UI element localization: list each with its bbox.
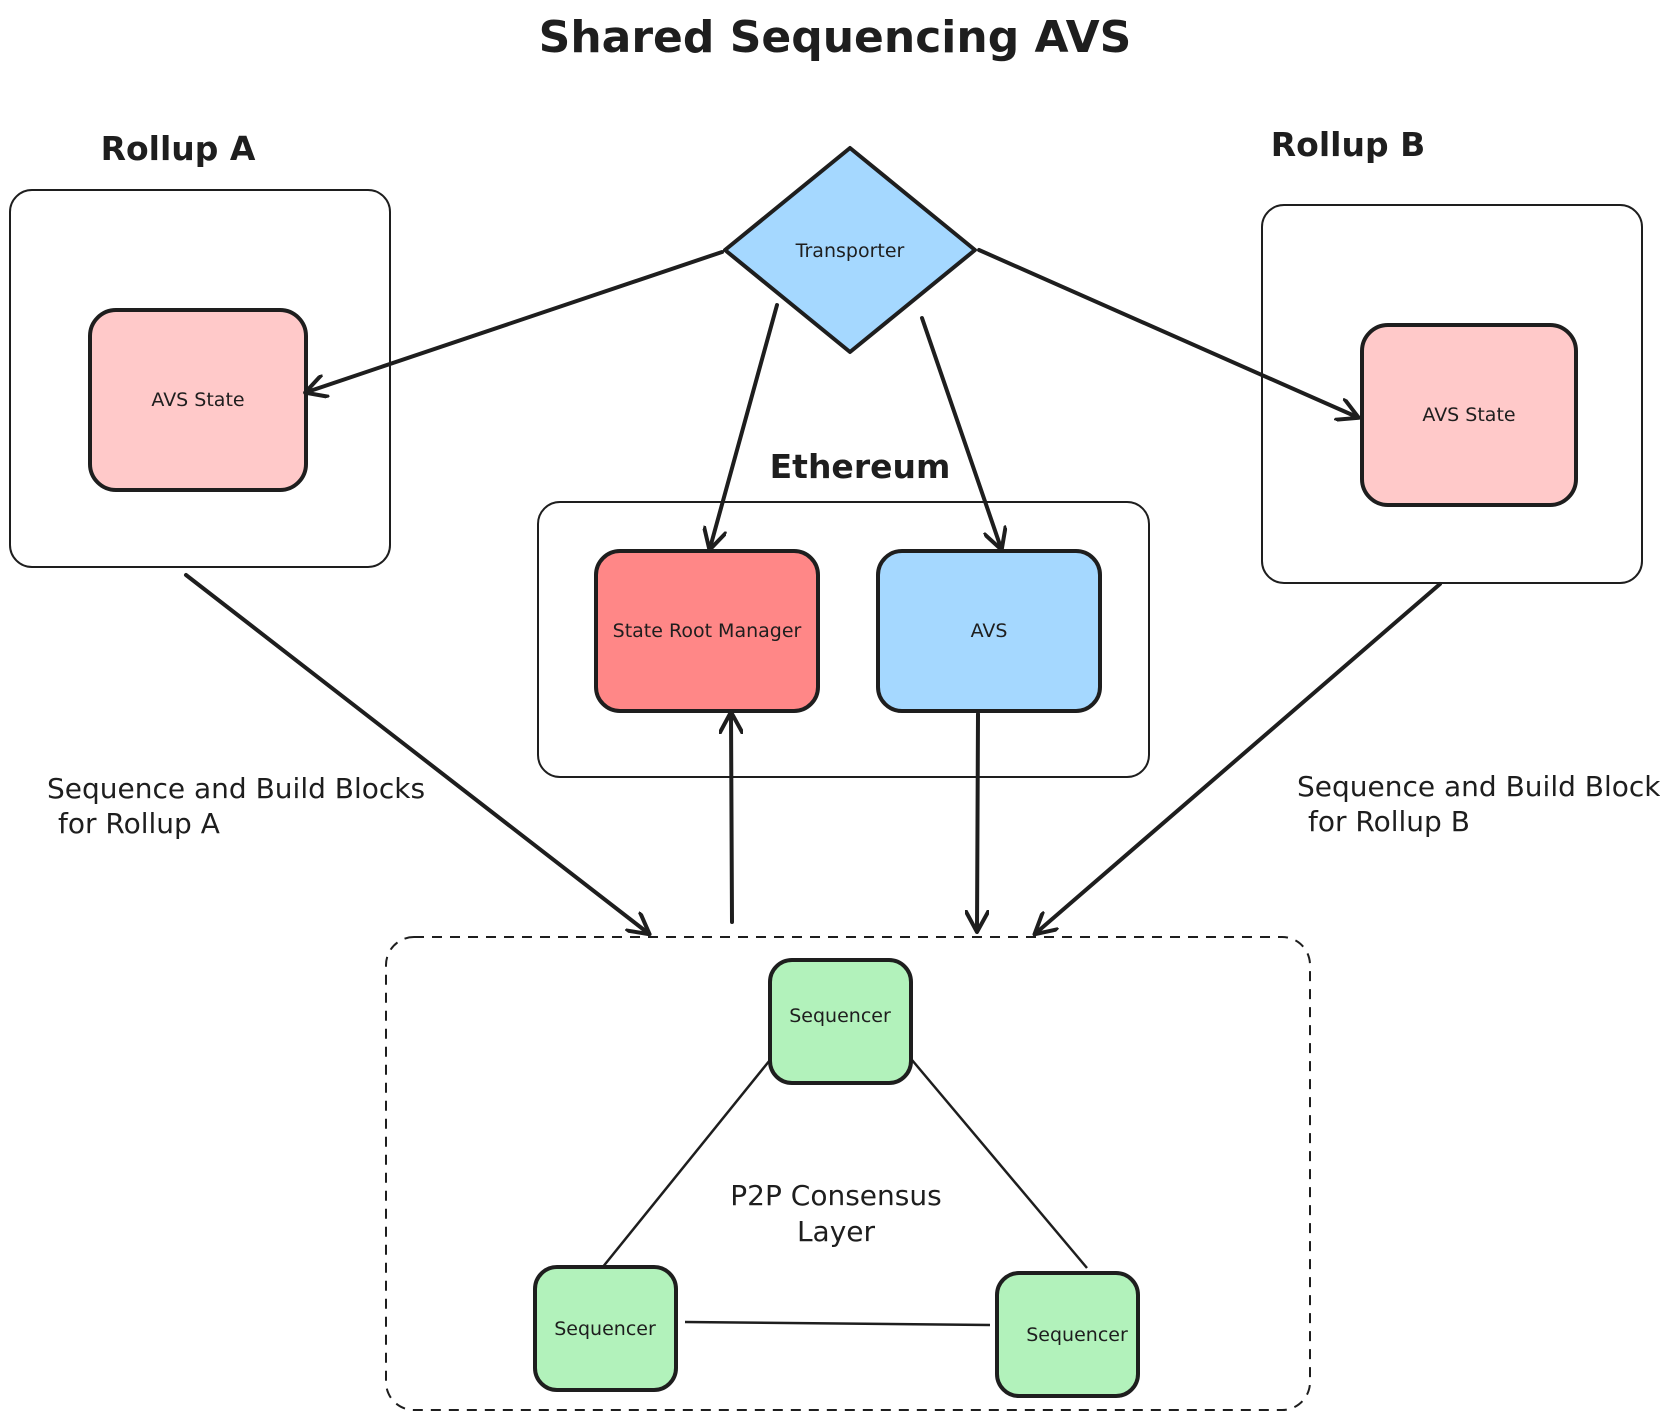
consensus-label-line2: Layer bbox=[797, 1215, 876, 1248]
consensus-label-line1: P2P Consensus bbox=[730, 1179, 941, 1212]
rollup-a-avs-state-label: AVS State bbox=[151, 389, 244, 411]
rollup-b-avs-state-label: AVS State bbox=[1422, 404, 1515, 426]
arrow-rollup-a-to-consensus bbox=[184, 573, 648, 933]
arrow-transporter-to-avs bbox=[920, 316, 1001, 548]
arrow-transporter-to-rollup-b-state bbox=[977, 248, 1357, 417]
transporter-label: Transporter bbox=[795, 240, 905, 262]
rollup-b-caption-line1: Sequence and Build Blocks bbox=[1297, 770, 1660, 803]
arrow-consensus-to-state-root-manager bbox=[731, 714, 732, 924]
arrow-avs-to-consensus bbox=[977, 712, 978, 930]
sequencer-link-top-left bbox=[601, 1059, 771, 1269]
p2p-consensus-layer-container bbox=[385, 936, 1311, 1411]
rollup-b-avs-state-node bbox=[1360, 323, 1578, 507]
arrow-rollup-b-to-consensus bbox=[1036, 582, 1442, 933]
transporter-node bbox=[723, 146, 977, 354]
arrow-transporter-to-state-root-manager bbox=[710, 303, 779, 548]
arrow-transporter-to-rollup-a-state bbox=[307, 250, 724, 392]
sequencer-link-bottom bbox=[684, 1320, 991, 1327]
sequencer-top-node bbox=[768, 958, 913, 1085]
rollup-b-heading: Rollup B bbox=[1271, 125, 1425, 164]
ethereum-heading: Ethereum bbox=[770, 447, 951, 486]
sequencer-link-top-right bbox=[911, 1059, 1088, 1269]
diagram-title: Shared Sequencing AVS bbox=[539, 12, 1132, 63]
sequencer-bottom-right-label: Sequencer bbox=[1026, 1324, 1128, 1346]
rollup-b-caption-line2: for Rollup B bbox=[1308, 805, 1470, 838]
rollup-a-caption-line1: Sequence and Build Blocks bbox=[47, 772, 425, 805]
rollup-a-avs-state-node bbox=[88, 308, 308, 492]
sequencer-bottom-left-label: Sequencer bbox=[554, 1318, 656, 1340]
avs-label: AVS bbox=[971, 620, 1008, 642]
rollup-a-heading: Rollup A bbox=[101, 129, 256, 168]
sequencer-bottom-left-node bbox=[533, 1265, 678, 1392]
sequencer-bottom-right-node bbox=[995, 1271, 1140, 1398]
sequencer-top-label: Sequencer bbox=[789, 1005, 891, 1027]
state-root-manager-label: State Root Manager bbox=[613, 620, 802, 642]
rollup-a-caption-line2: for Rollup A bbox=[58, 807, 220, 840]
